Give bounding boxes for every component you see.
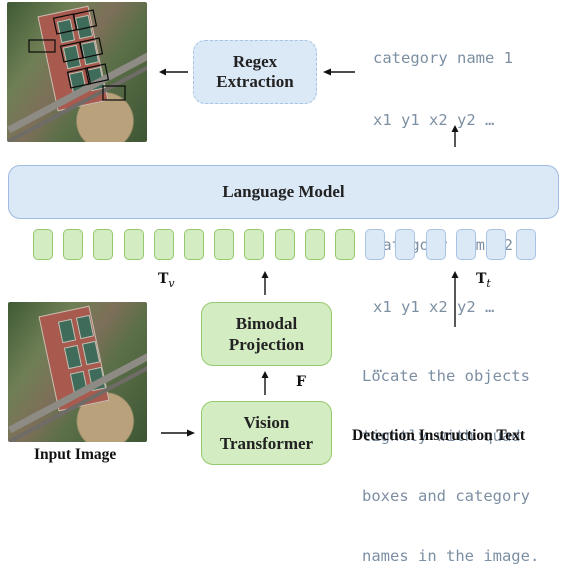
text-token [395, 229, 415, 260]
detection-output-image [7, 2, 147, 142]
text-token [516, 229, 536, 260]
instruction-line-2: tightly with quad [362, 427, 521, 445]
instruction-caption: Detection Instruction Text [352, 427, 526, 444]
language-model-box: Language Model [8, 165, 559, 219]
text-token-symbol: Tt [476, 271, 491, 290]
text-token [426, 229, 446, 260]
arrow-instruction-to-tokens [451, 271, 459, 327]
bimodal-label-line2: Projection [228, 335, 305, 354]
arrow-bimodal-to-tokens [261, 271, 269, 295]
visual-token [244, 229, 264, 260]
text-token [486, 229, 506, 260]
instruction-line-1: Locate the objects [362, 367, 530, 385]
instruction-text-block: Locate the objects tightly with quad box… [362, 326, 539, 586]
regex-label-line2: Extraction [216, 72, 294, 91]
arrow-lm-to-output [451, 125, 459, 147]
input-image [8, 302, 147, 442]
visual-token [63, 229, 83, 260]
vision-label-line1: Vision [243, 412, 290, 432]
output-line-5: x1 y1 x2 y2 … [373, 298, 495, 316]
arrow-vision-to-bimodal [261, 371, 269, 395]
visual-token [154, 229, 174, 260]
output-line-6: … [373, 358, 383, 376]
visual-token [33, 229, 53, 260]
regex-extraction-box: Regex Extraction [193, 40, 317, 104]
vision-label-line2: Transformer [219, 434, 314, 453]
text-token [365, 229, 385, 260]
feature-symbol: F [296, 374, 306, 390]
visual-token [124, 229, 144, 260]
visual-token [93, 229, 113, 260]
regex-label-line1: Regex [232, 51, 278, 71]
arrow-regex-to-image [159, 68, 188, 76]
instruction-line-4: names in the image. [362, 547, 540, 565]
visual-token-symbol: Tv [158, 271, 175, 290]
visual-token [214, 229, 234, 260]
arrow-image-to-vision [161, 429, 195, 437]
language-model-label: Language Model [222, 182, 345, 201]
visual-token [305, 229, 325, 260]
arrow-text-to-regex [323, 68, 355, 76]
vision-transformer-box: Vision Transformer [201, 401, 332, 465]
bimodal-label-line1: Bimodal [235, 313, 298, 333]
output-line-1: category name 1 [373, 49, 513, 67]
output-line-2: x1 y1 x2 y2 … [373, 111, 495, 129]
visual-token [335, 229, 355, 260]
bimodal-projection-box: Bimodal Projection [201, 302, 332, 366]
text-token [456, 229, 476, 260]
visual-token [184, 229, 204, 260]
visual-token [275, 229, 295, 260]
instruction-line-3: boxes and category [362, 487, 530, 505]
input-image-label: Input Image [34, 446, 117, 463]
